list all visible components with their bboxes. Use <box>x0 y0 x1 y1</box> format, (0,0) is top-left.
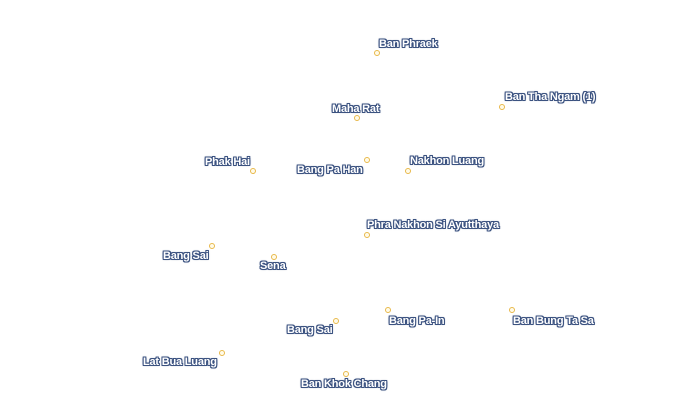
place-dot[interactable] <box>499 104 505 110</box>
place-label: Bang Pa-In <box>389 315 445 327</box>
place-label: Phra Nakhon Si Ayutthaya <box>367 219 499 231</box>
place-dot[interactable] <box>219 350 225 356</box>
place-label: Maha Rat <box>332 103 380 115</box>
place-dot[interactable] <box>271 254 277 260</box>
place-dot[interactable] <box>250 168 256 174</box>
place-label: Ban Bung Ta Sa <box>513 315 594 327</box>
place-label: Ban Tha Ngam (1) <box>505 91 596 103</box>
place-label: Lat Bua Luang <box>143 356 217 368</box>
place-dot[interactable] <box>343 371 349 377</box>
place-dot[interactable] <box>209 243 215 249</box>
place-label: Ban Phraek <box>379 38 438 50</box>
place-label: Nakhon Luang <box>410 155 484 167</box>
place-label: Bang Sai <box>287 324 333 336</box>
place-dot[interactable] <box>364 157 370 163</box>
place-dot[interactable] <box>364 232 370 238</box>
place-dot[interactable] <box>374 50 380 56</box>
place-dot[interactable] <box>509 307 515 313</box>
place-dot[interactable] <box>385 307 391 313</box>
place-label: Bang Pa Han <box>297 164 363 176</box>
place-label: Sena <box>260 260 286 272</box>
place-dot[interactable] <box>405 168 411 174</box>
place-label: Ban Khok Chang <box>301 378 387 390</box>
place-label: Bang Sai <box>163 250 209 262</box>
place-label: Phak Hai <box>205 156 250 168</box>
place-dot[interactable] <box>354 115 360 121</box>
place-dot[interactable] <box>333 318 339 324</box>
